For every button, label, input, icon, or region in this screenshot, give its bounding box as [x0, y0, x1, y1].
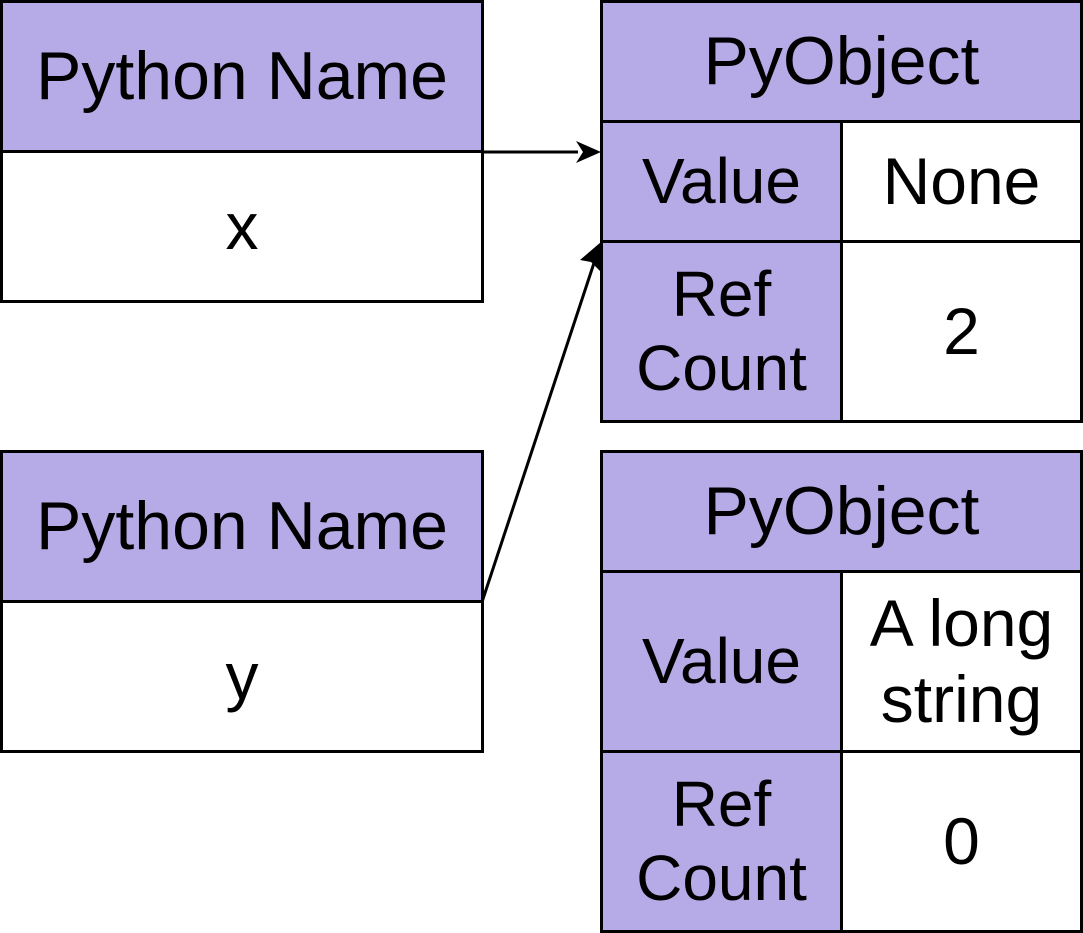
name-x-value: x [0, 150, 484, 303]
name-x-header: Python Name [0, 0, 484, 153]
pyobject-1-header: PyObject [600, 0, 1083, 123]
pyobject-1-value: None [840, 120, 1083, 243]
pyobject-2-header: PyObject [600, 450, 1083, 573]
arrow-y-to-pyobject-1 [480, 262, 596, 603]
pyobject-2-refcount-label: Ref Count [600, 750, 843, 933]
name-y-value: y [0, 600, 484, 753]
pyobject-2-value-label: Value [600, 570, 843, 753]
pyobject-1-refcount-label: Ref Count [600, 240, 843, 423]
name-y-header: Python Name [0, 450, 484, 603]
pyobject-1-refcount: 2 [840, 240, 1083, 423]
arrowhead-x [576, 141, 601, 163]
pyobject-2-value: A long string [840, 570, 1083, 753]
pyobject-1-value-label: Value [600, 120, 843, 243]
arrowhead-y [580, 242, 601, 272]
pyobject-2-refcount: 0 [840, 750, 1083, 933]
